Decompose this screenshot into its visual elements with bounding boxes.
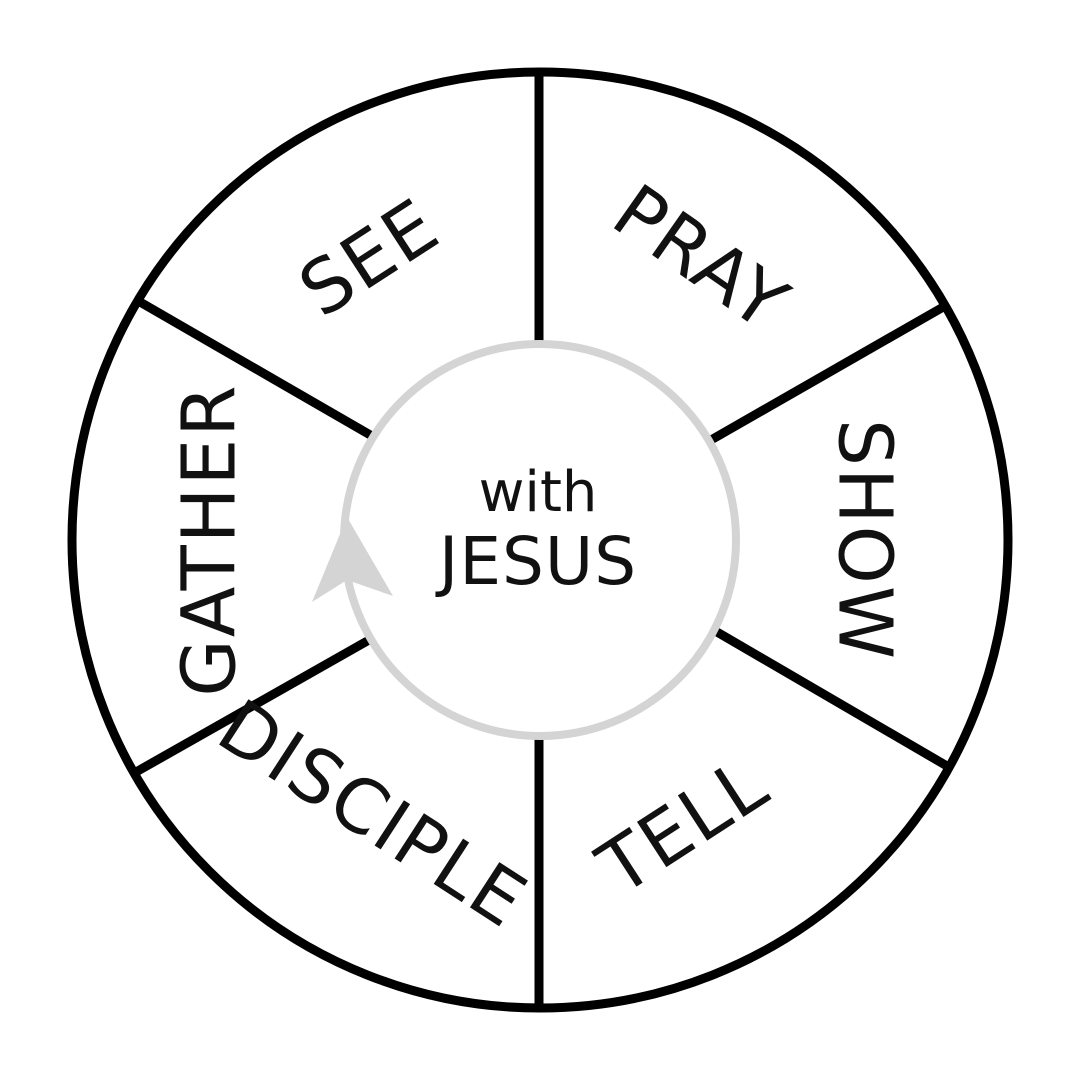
label-show: SHOW [821,419,907,661]
label-tell: TELL [583,740,784,912]
label-pray: PRAY [598,168,804,348]
center-jesus: JESUS [435,523,637,600]
center-with: with [479,460,598,525]
label-gather: GATHER [167,383,253,696]
spoke-lower-right [714,628,950,770]
spoke-upper-left [137,298,375,440]
cycle-arrow-icon [312,517,393,602]
label-see: SEE [285,182,455,334]
spoke-upper-right [708,302,948,444]
spoke-lower-left [133,636,372,776]
